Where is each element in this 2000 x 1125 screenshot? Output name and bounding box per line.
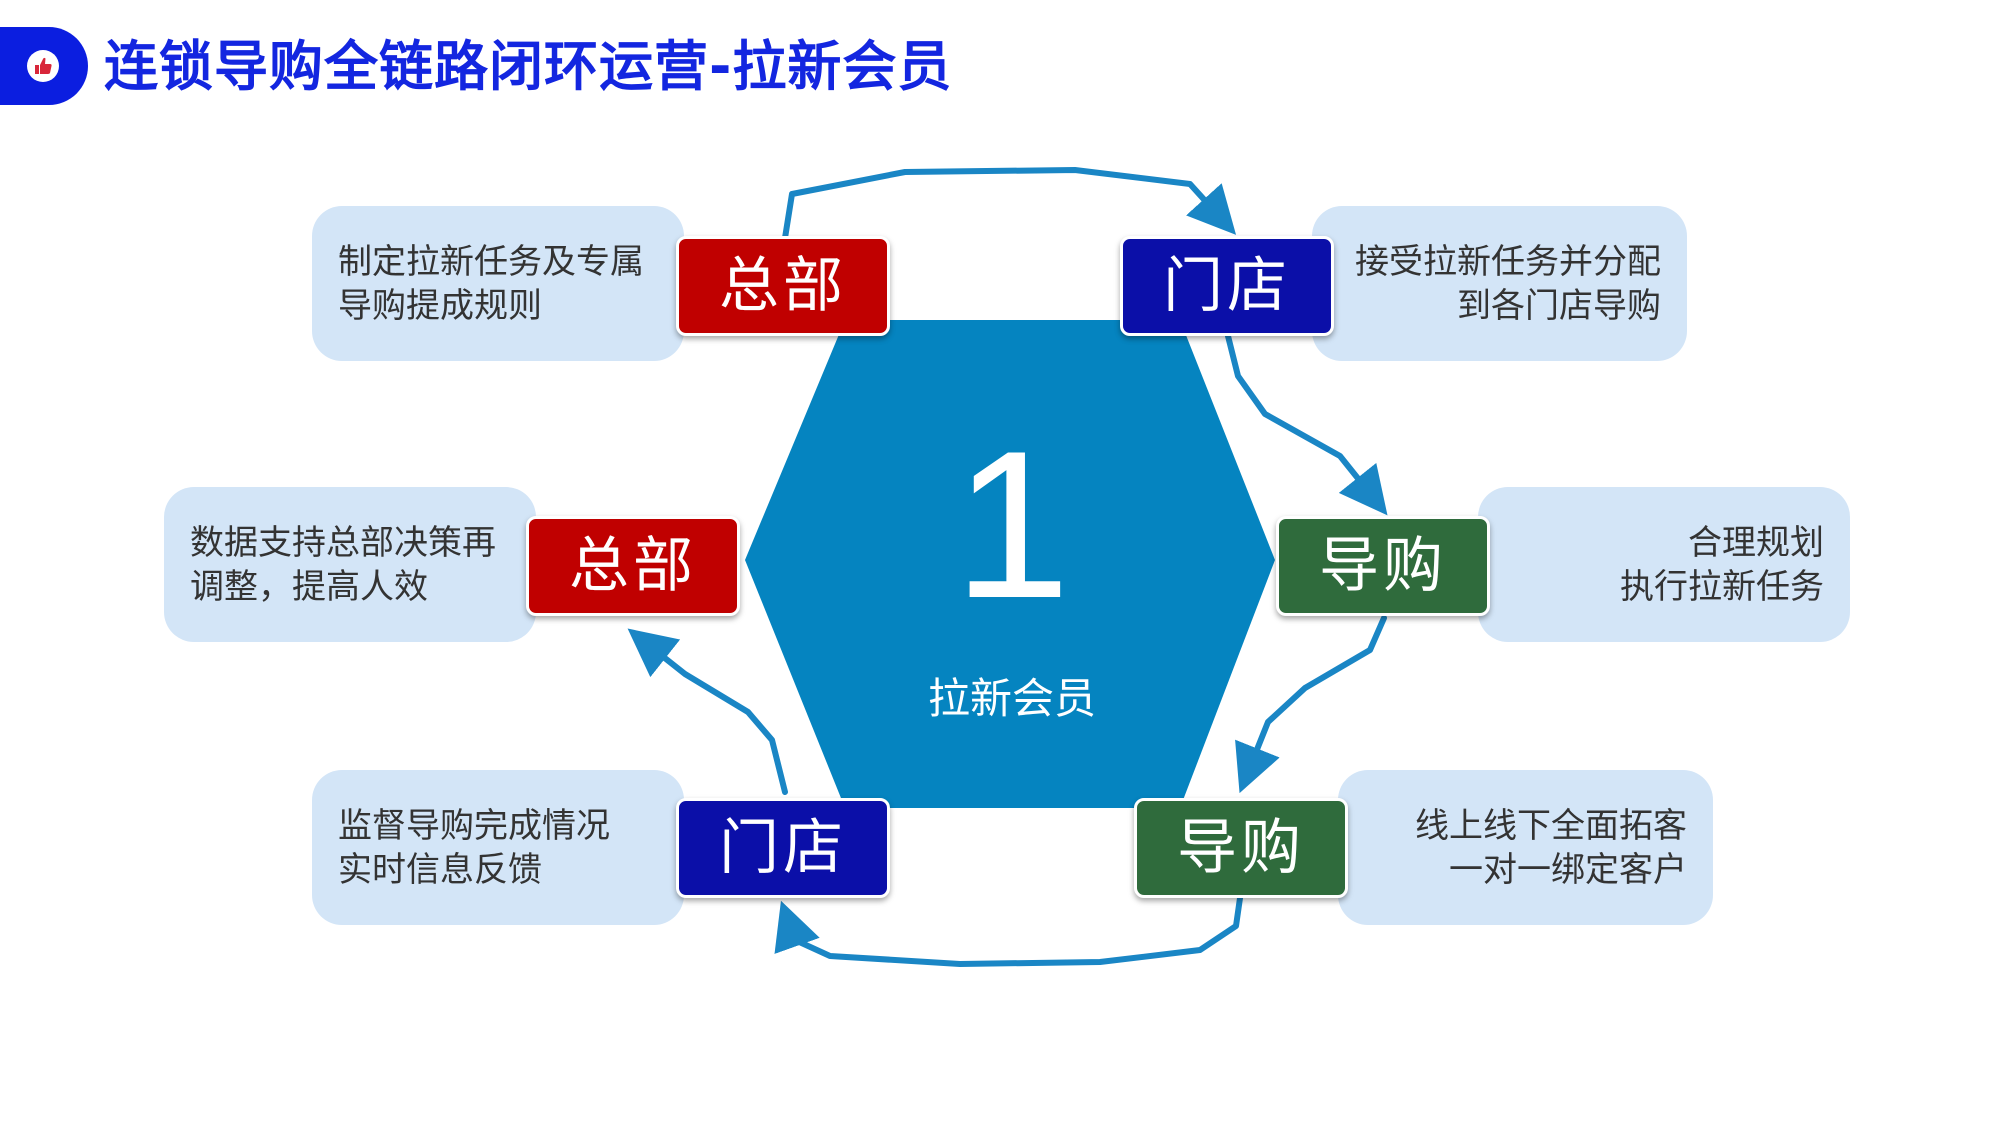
description-line: 导购提成规则 bbox=[338, 285, 542, 326]
description-line: 到各门店导购 bbox=[1457, 285, 1661, 326]
description-store-assign: 接受拉新任务并分配 到各门店导购 bbox=[1312, 206, 1687, 361]
description-line: 一对一绑定客户 bbox=[1449, 849, 1687, 890]
title-badge bbox=[0, 27, 88, 105]
thumbs-up-icon bbox=[27, 50, 59, 82]
description-line: 监督导购完成情况 bbox=[338, 805, 610, 846]
node-store-bottom: 门店 bbox=[676, 798, 890, 898]
node-guide-right: 导购 bbox=[1276, 516, 1490, 616]
description-guide-expand: 线上线下全面拓客 一对一绑定客户 bbox=[1338, 770, 1713, 925]
arrow-store-to-guide bbox=[1225, 333, 1388, 516]
description-line: 合理规划 bbox=[1688, 522, 1824, 563]
description-line: 线上线下全面拓客 bbox=[1415, 805, 1687, 846]
hub-caption: 拉新会员 bbox=[927, 674, 1096, 723]
center-hexagon bbox=[745, 320, 1275, 808]
description-store-monitor: 监督导购完成情况 实时信息反馈 bbox=[312, 770, 684, 925]
description-hq-plan: 制定拉新任务及专属 导购提成规则 bbox=[312, 206, 684, 361]
hub-number: 1 bbox=[953, 407, 1071, 642]
arrow-store-to-hq bbox=[627, 628, 788, 795]
node-hq-left: 总部 bbox=[526, 516, 740, 616]
description-line: 执行拉新任务 bbox=[1620, 566, 1824, 607]
description-line: 实时信息反馈 bbox=[338, 849, 542, 890]
description-line: 调整，提高人效 bbox=[190, 566, 428, 607]
description-line: 制定拉新任务及专属 bbox=[338, 241, 644, 282]
slide-title: 连锁导购全链路闭环运营-拉新会员 bbox=[104, 35, 953, 98]
description-line: 数据支持总部决策再 bbox=[190, 522, 496, 563]
arrow-hq-to-store bbox=[782, 167, 1237, 241]
description-guide-plan: 合理规划 执行拉新任务 bbox=[1478, 487, 1850, 642]
node-guide-bottom: 导购 bbox=[1134, 798, 1348, 898]
description-line: 接受拉新任务并分配 bbox=[1355, 241, 1661, 282]
description-hq-data: 数据支持总部决策再 调整，提高人效 bbox=[164, 487, 536, 642]
node-store-top: 门店 bbox=[1120, 236, 1334, 336]
arrow-guide-to-guide bbox=[1235, 615, 1387, 794]
arrow-guide-to-store bbox=[774, 895, 1243, 967]
node-hq-top: 总部 bbox=[676, 236, 890, 336]
